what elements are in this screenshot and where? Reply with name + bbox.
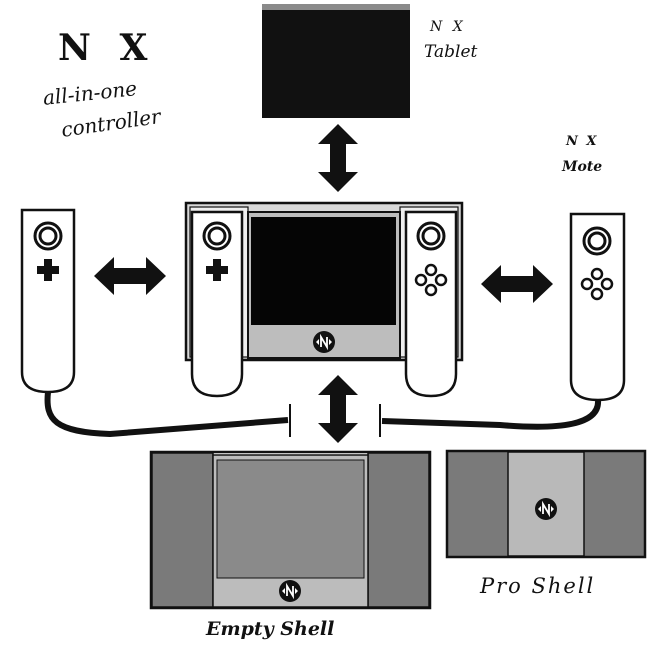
shell-double-arrow-icon bbox=[318, 375, 358, 443]
analog-stick-icon bbox=[33, 221, 63, 251]
mote-nx-label: N X bbox=[566, 134, 599, 149]
analog-stick-icon bbox=[416, 221, 446, 251]
empty-shell-label: Empty Shell bbox=[206, 618, 335, 640]
left-nx-mote bbox=[20, 208, 76, 394]
left-double-arrow-icon bbox=[94, 257, 166, 295]
pro-shell-label: Pro Shell bbox=[480, 574, 596, 598]
right-double-arrow-icon bbox=[481, 265, 553, 303]
right-nx-mote bbox=[569, 212, 626, 402]
left-cable-icon bbox=[44, 391, 289, 438]
right-cable-icon bbox=[381, 399, 601, 430]
tablet-label: Tablet bbox=[424, 42, 478, 62]
nx-logo-icon bbox=[278, 579, 302, 603]
tablet-nx-label: N X bbox=[430, 19, 466, 35]
tablet-double-arrow-icon bbox=[318, 124, 358, 192]
mote-label: Mote bbox=[562, 159, 603, 175]
analog-stick-icon bbox=[202, 221, 232, 251]
all-in-one-console bbox=[184, 201, 464, 398]
nx-tablet bbox=[262, 4, 410, 118]
nx-title-label: N X bbox=[58, 27, 156, 69]
pro-shell bbox=[445, 449, 647, 559]
nx-logo-icon bbox=[534, 497, 558, 521]
analog-stick-icon bbox=[582, 226, 612, 256]
empty-shell bbox=[149, 450, 432, 610]
nx-logo-icon bbox=[312, 330, 336, 354]
